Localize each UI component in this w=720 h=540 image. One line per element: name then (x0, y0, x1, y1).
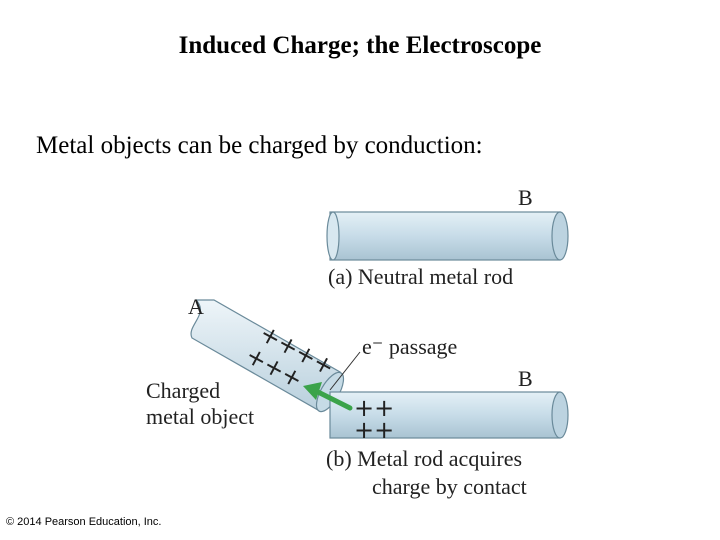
rod-charge-row-2: ++ (354, 416, 394, 444)
page-title: Induced Charge; the Electroscope (178, 32, 542, 59)
rod-b-label-bottom: B (518, 366, 533, 391)
subtitle: Metal objects can be charged by conducti… (36, 132, 483, 159)
caption-b-line2: charge by contact (372, 474, 527, 499)
neutral-rod (326, 211, 569, 261)
rod-b-label-top: B (518, 185, 533, 210)
caption-a: (a) Neutral metal rod (328, 264, 513, 289)
copyright-notice: © 2014 Pearson Education, Inc. (6, 516, 162, 528)
e-passage-label: e⁻ passage (362, 334, 457, 359)
object-a-label: A (188, 294, 204, 319)
rod-charge-row-1: ++ (354, 394, 394, 422)
electron-passage-arrow (303, 382, 353, 411)
caption-b-line1: (b) Metal rod acquires (326, 446, 522, 471)
charged-object-label-line1: Charged (146, 378, 220, 403)
e-passage-leader (329, 351, 361, 391)
contact-rod (329, 391, 569, 439)
charged-object-label-line2: metal object (146, 404, 254, 429)
